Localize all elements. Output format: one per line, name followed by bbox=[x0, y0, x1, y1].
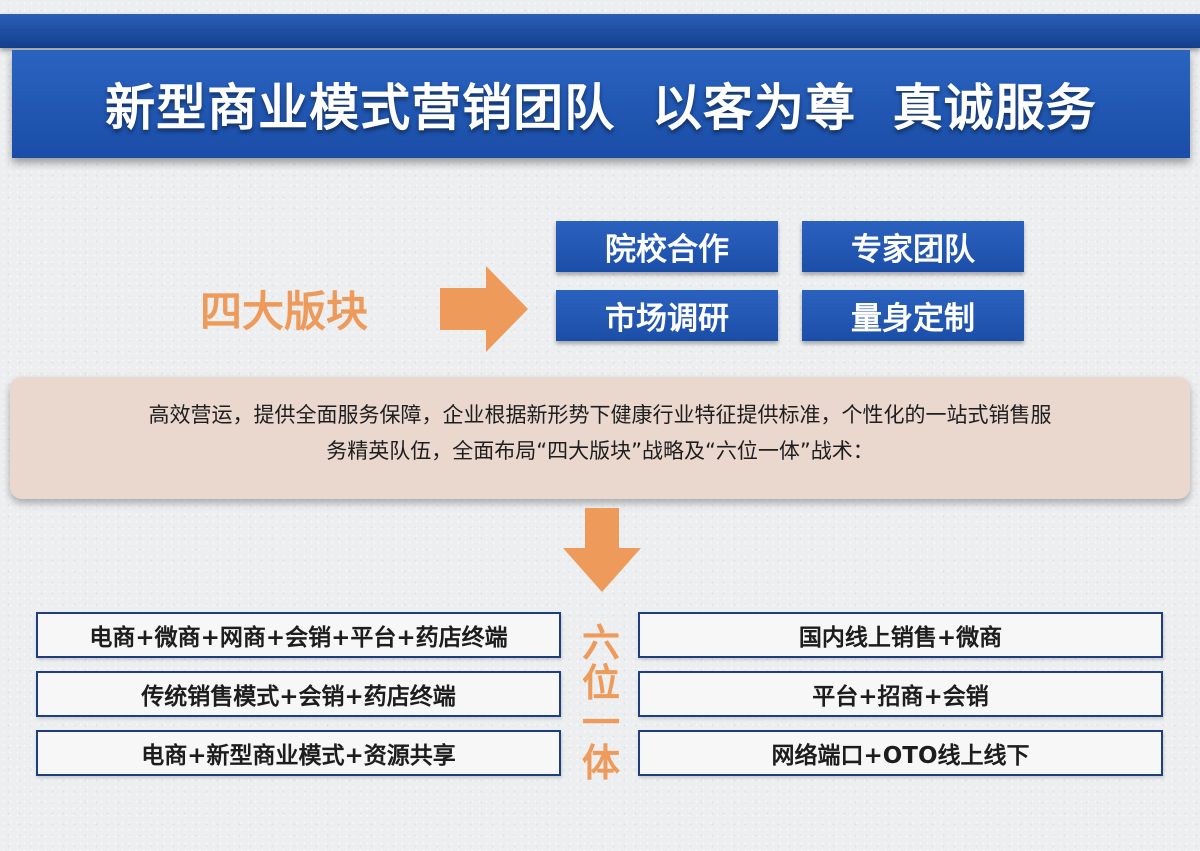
combo-right-3: 网络端口+OTO线上线下 bbox=[638, 730, 1163, 776]
tag-customization: 量身定制 bbox=[802, 290, 1024, 341]
six-in-one-char-4: 体 bbox=[581, 741, 620, 785]
tag-school-cooperation: 院校合作 bbox=[556, 221, 778, 272]
intro-box: 高效营运，提供全面服务保障，企业根据新形势下健康行业特征提供标准，个性化的一站式… bbox=[10, 377, 1190, 499]
intro-line-1: 高效营运，提供全面服务保障，企业根据新形势下健康行业特征提供标准，个性化的一站式… bbox=[148, 403, 1052, 427]
arrow-right-icon bbox=[440, 266, 528, 352]
page-title: 新型商业模式营销团队 以客为尊 真诚服务 bbox=[105, 79, 1097, 137]
tag-market-research: 市场调研 bbox=[556, 290, 778, 341]
combo-right-2: 平台+招商+会销 bbox=[638, 671, 1163, 717]
arrow-down-icon bbox=[563, 508, 641, 592]
tag-expert-team: 专家团队 bbox=[802, 221, 1024, 272]
six-in-one-char-1: 六 bbox=[581, 621, 620, 665]
top-stripe bbox=[0, 14, 1200, 48]
four-blocks-label: 四大版块 bbox=[200, 286, 369, 336]
combo-left-1: 电商+微商+网商+会销+平台+药店终端 bbox=[36, 612, 561, 658]
header-banner: 新型商业模式营销团队 以客为尊 真诚服务 bbox=[12, 50, 1190, 158]
combo-left-3: 电商+新型商业模式+资源共享 bbox=[36, 730, 561, 776]
six-in-one-char-3: 一 bbox=[581, 701, 620, 745]
combo-right-1: 国内线上销售+微商 bbox=[638, 612, 1163, 658]
combo-left-2: 传统销售模式+会销+药店终端 bbox=[36, 671, 561, 717]
intro-line-2: 务精英队伍，全面布局“四大版块”战略及“六位一体”战术： bbox=[326, 439, 874, 463]
six-in-one-char-2: 位 bbox=[581, 661, 620, 705]
